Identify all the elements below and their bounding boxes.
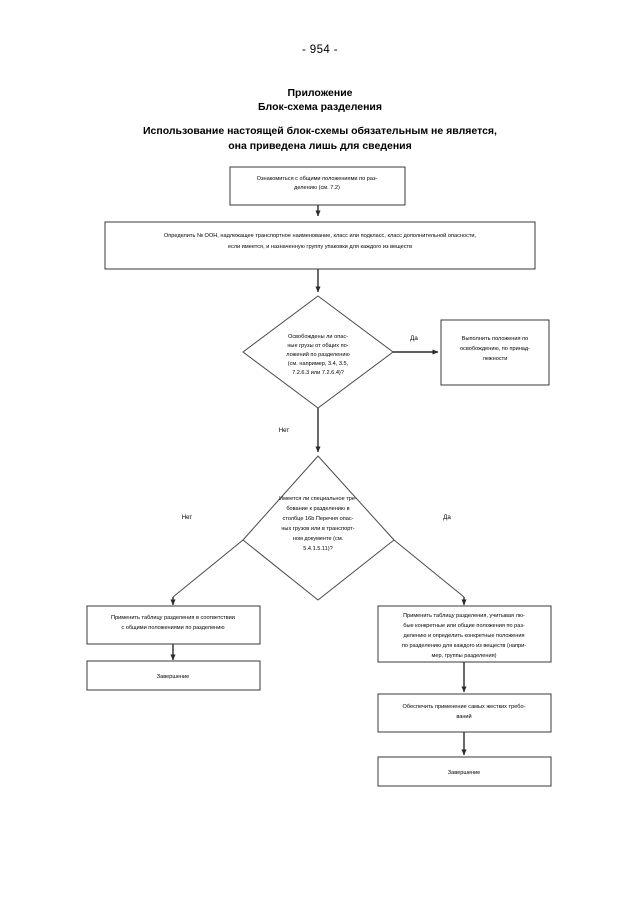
node-text-line: ваний xyxy=(456,713,471,720)
subheading-line-1: Использование настоящей блок-схемы обяза… xyxy=(143,125,497,137)
node-text-line: Применить таблицу разделения в соответст… xyxy=(111,615,235,621)
node-text-line: по разделению для каждого из веществ (на… xyxy=(402,643,526,649)
node-text-line: мер, группы разделения) xyxy=(432,653,497,659)
node-text-line: Определить № ООН, надлежащее транспортно… xyxy=(164,232,477,239)
node-text-line: бые конкретные или общие положения по ра… xyxy=(403,623,525,629)
connector-d2-yes-n6 xyxy=(393,539,467,606)
decision-exempted-from-general-provisions: Освобождены ли опас- ные грузы от общих … xyxy=(242,295,394,409)
page-number: - 954 - xyxy=(301,44,339,56)
node-text-line: Завершение xyxy=(157,674,190,680)
node-text-line: Выполнить положения по xyxy=(462,336,528,342)
node-text-line: делению и определить конкретные положени… xyxy=(403,633,524,639)
node-text-line: столбце 16b Перечня опас- xyxy=(282,516,353,522)
node-apply-strictest-requirements: Обеспечить применение самых жестких треб… xyxy=(377,693,552,733)
document-heading: Приложение Блок-схема разделения xyxy=(0,86,640,114)
node-end-left: Завершение xyxy=(86,660,261,691)
branch-label-d1-yes: Да xyxy=(410,335,418,342)
node-text-line: лежности xyxy=(483,356,508,362)
node-end-right: Завершение xyxy=(377,756,552,787)
node-apply-segregation-table-general: Применить таблицу разделения в соответст… xyxy=(86,605,261,645)
node-text-line: ложений по разделению xyxy=(286,351,349,358)
node-apply-segregation-table-specific: Применить таблицу разделения, учитывая л… xyxy=(377,605,552,663)
node-text-line: Имеется ли специальное тре- xyxy=(279,496,357,502)
branch-label-d2-yes: Да xyxy=(443,514,451,521)
node-text-line: 5.4.1.5.11)? xyxy=(303,546,332,552)
subheading-line-2: она приведена лишь для сведения xyxy=(228,140,412,152)
heading-line-2: Блок-схема разделения xyxy=(257,101,382,113)
branch-label-d2-no: Нет xyxy=(182,514,193,521)
node-text-line: (см. например, 3.4, 3.5, xyxy=(288,361,349,367)
branch-label-d1-no: Нет xyxy=(279,427,290,434)
node-text-line: делению (см. 7.2) xyxy=(294,185,340,191)
node-text-line: Освобождены ли опас- xyxy=(288,334,348,340)
node-review-general-provisions: Ознакомиться с общими положениями по раз… xyxy=(229,166,406,206)
node-text-line: Применить таблицу разделения, учитывая л… xyxy=(403,613,525,619)
heading-line-1: Приложение xyxy=(287,87,353,99)
node-text-line: если имеется, и назначенную группу упако… xyxy=(228,244,412,250)
node-text-line: ных грузов или в транспорт- xyxy=(281,526,354,532)
node-apply-exemption-provisions: Выполнить положения по освобождению, по … xyxy=(440,319,550,386)
node-text-line: Ознакомиться с общими положениями по раз… xyxy=(257,176,378,182)
node-text-line: с общими положениями по разделению xyxy=(121,625,224,631)
document-subheading: Использование настоящей блок-схемы обяза… xyxy=(0,124,640,154)
node-text-line: 7.2.6.3 или 7.2.6.4)? xyxy=(292,370,344,376)
node-text-line: освобождению, по принад- xyxy=(460,346,530,352)
connector-d2-no-n4 xyxy=(170,539,244,606)
node-text-line: Обеспечить применение самых жестких треб… xyxy=(403,704,526,710)
node-text-line: ном документе (см. xyxy=(293,536,344,542)
node-text-line: Завершение xyxy=(448,770,481,776)
node-text-line: бование к разделению в xyxy=(286,506,349,512)
node-text-line: ные грузы от общих по- xyxy=(287,343,348,349)
decision-special-segregation-requirement: Имеется ли специальное тре- бование к ра… xyxy=(242,455,395,601)
node-determine-un-number: Определить № ООН, надлежащее транспортно… xyxy=(104,221,536,270)
